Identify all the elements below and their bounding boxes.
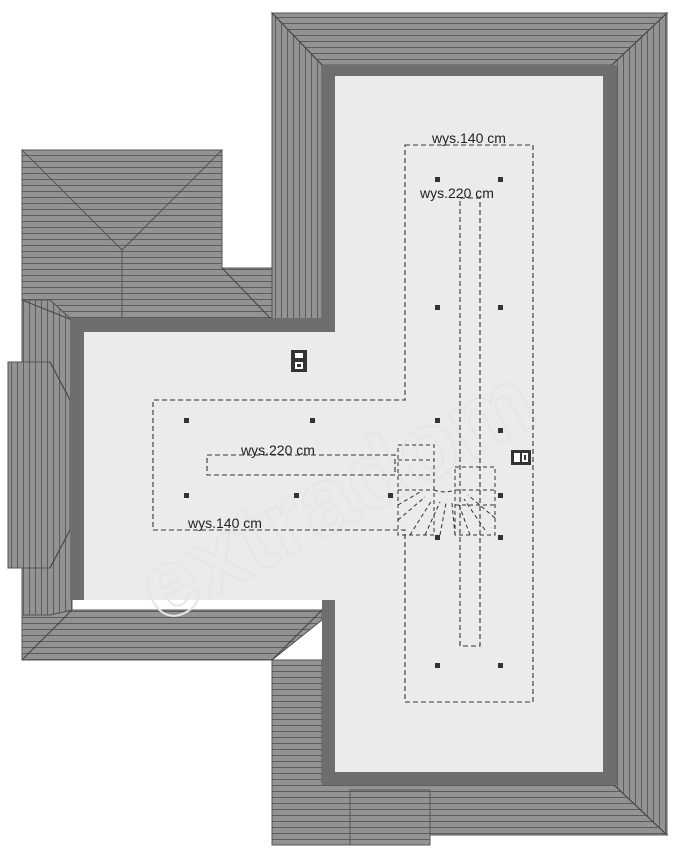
roof-slope-top-main: [270, 12, 669, 66]
height-zones: [152, 144, 534, 703]
roof-slope-left-main-upper: [271, 11, 323, 321]
roof-gable-bottom: [349, 789, 431, 846]
roof-gable-left-wing: [20, 149, 224, 251]
label-left-outer-height: wys.140 cm: [187, 515, 262, 531]
roof: [7, 11, 669, 846]
zone-220cm-vertical: [459, 197, 481, 647]
roof-posts: [184, 177, 503, 668]
zone-140cm-outline: [152, 144, 534, 703]
chimney-right: [511, 450, 531, 465]
roof-slope-right-main: [611, 11, 668, 837]
roof-gable-left: [7, 361, 71, 569]
label-top-outer-height: wys.140 cm: [431, 130, 506, 146]
label-left-inner-height: wys.220 cm: [240, 442, 315, 458]
chimney-left: [291, 350, 307, 372]
staircase: [397, 444, 496, 536]
label-top-inner-height: wys.220 cm: [419, 185, 494, 201]
